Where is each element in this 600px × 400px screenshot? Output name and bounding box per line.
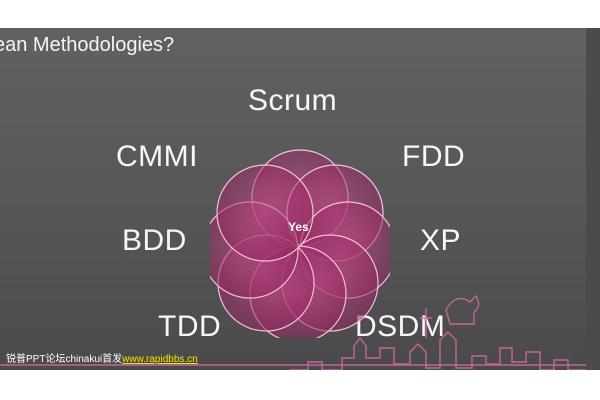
skyline-icon [289,294,587,370]
right-edge [586,28,600,370]
slide: ean Methodologies? Scrum CMMI FDD BDD XP… [0,28,600,370]
term-dsdm: DSDM [355,310,446,343]
bottom-rule [0,364,600,366]
center-label: Yes [288,220,309,234]
term-fdd: FDD [402,140,466,173]
term-bdd: BDD [122,224,187,257]
term-cmmi: CMMI [116,140,198,173]
flower-icon [210,149,390,338]
watermark-text: 锐普PPT论坛chinakui首发 [6,354,123,365]
watermark-link[interactable]: www.rapidbbs.cn [122,354,198,365]
slide-title: ean Methodologies? [0,34,175,56]
bottom-margin [0,370,600,400]
term-xp: XP [420,224,462,257]
term-tdd: TDD [158,310,222,343]
watermark: 锐普PPT论坛chinakui首发www.rapidbbs.cn [6,350,198,365]
top-margin [0,0,600,28]
term-scrum: Scrum [248,84,338,117]
